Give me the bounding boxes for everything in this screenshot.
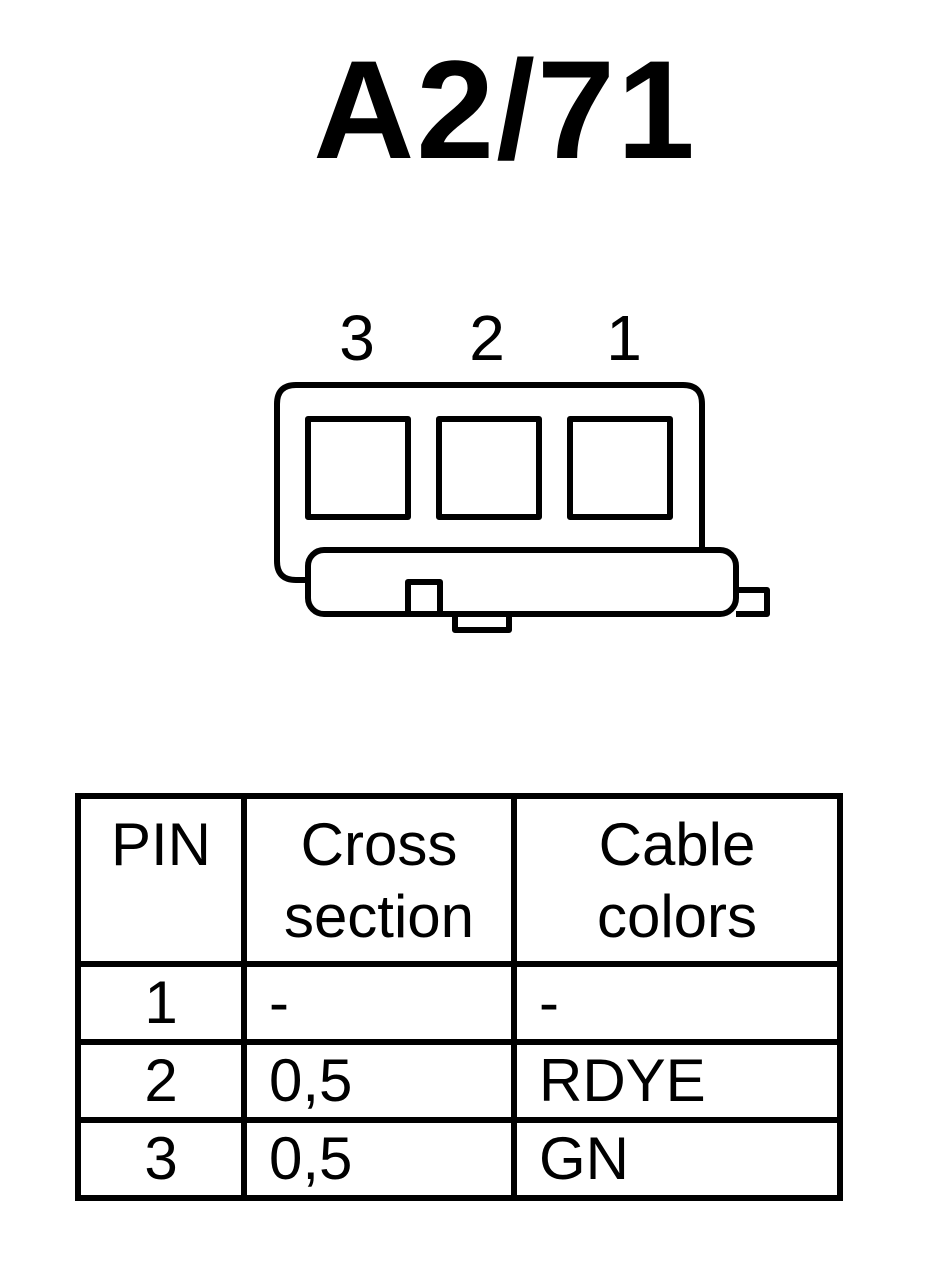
cell-cross-section: 0,5 <box>241 1039 517 1123</box>
cell-cable-color: GN <box>511 1117 843 1201</box>
side-clip <box>736 587 770 617</box>
cell-pin: 1 <box>75 961 247 1045</box>
table-header-row: PIN Cross section Cable colors <box>75 793 843 967</box>
header-pin: PIN <box>75 793 247 967</box>
cell-pin: 2 <box>75 1039 247 1123</box>
pin-cavity-2 <box>436 416 542 520</box>
connector-diagram: 3 2 1 <box>274 302 770 633</box>
pin-label-2: 2 <box>469 302 505 374</box>
connector-latch <box>305 547 739 617</box>
table-row: 1 - - <box>75 961 843 1045</box>
cell-cable-color: - <box>511 961 843 1045</box>
pin-assignment-table: PIN Cross section Cable colors 1 - - 2 0… <box>75 793 843 1201</box>
cell-pin: 3 <box>75 1117 247 1201</box>
header-cable-colors: Cable colors <box>511 793 843 967</box>
bottom-key <box>452 614 512 633</box>
table-row: 3 0,5 GN <box>75 1117 843 1201</box>
header-cross-section: Cross section <box>241 793 517 967</box>
cell-cross-section: 0,5 <box>241 1117 517 1201</box>
cell-cross-section: - <box>241 961 517 1045</box>
pin-cavity-1 <box>567 416 673 520</box>
pin-label-3: 3 <box>339 302 375 374</box>
pin-label-1: 1 <box>606 302 642 374</box>
cell-cable-color: RDYE <box>511 1039 843 1123</box>
latch-tab <box>405 579 443 617</box>
table-row: 2 0,5 RDYE <box>75 1039 843 1123</box>
connector-title: A2/71 <box>313 31 697 188</box>
pin-cavity-3 <box>305 416 411 520</box>
connector-housing <box>274 382 705 583</box>
